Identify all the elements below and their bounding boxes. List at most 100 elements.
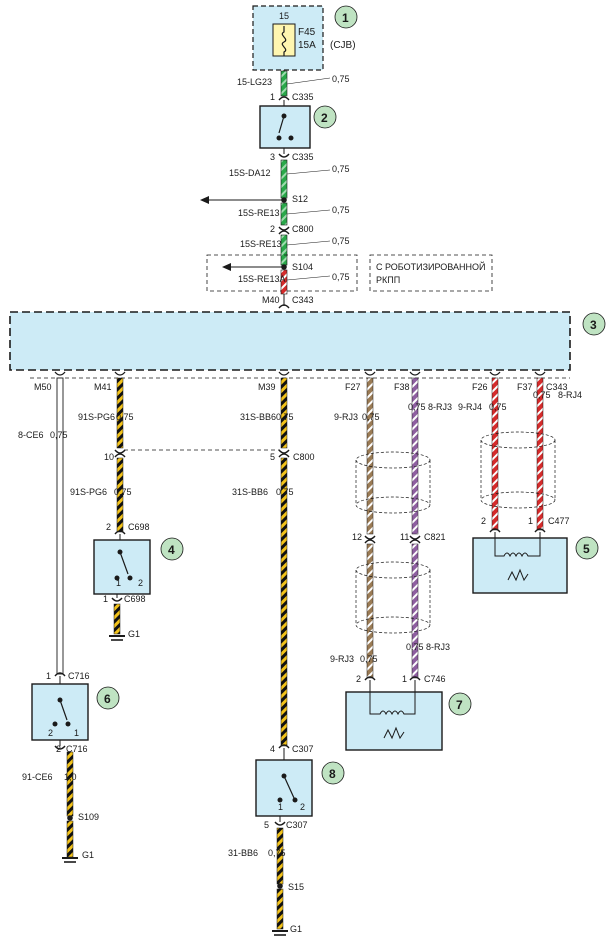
svg-text:2: 2 bbox=[321, 111, 328, 125]
svg-text:3: 3 bbox=[590, 318, 597, 332]
wire-size-label: 0,75 bbox=[276, 487, 294, 497]
connector-pin: 2 bbox=[106, 522, 111, 532]
wire-label: 8-RJ3 bbox=[428, 402, 452, 412]
pin-label: F27 bbox=[345, 382, 361, 392]
switch-terminal: 2 bbox=[300, 802, 305, 812]
wire-size-label: 0,75 bbox=[332, 164, 350, 174]
switch-terminal: 2 bbox=[48, 728, 53, 738]
connector-pin: 2 bbox=[356, 674, 361, 684]
connector-pin: 1 bbox=[46, 671, 51, 681]
wire-9rj3-a bbox=[366, 377, 374, 535]
ground-icon bbox=[272, 930, 288, 936]
connector-c307-top bbox=[278, 744, 290, 749]
fuse-rating: 15A bbox=[298, 40, 316, 51]
robotized-note-line2: РКПП bbox=[376, 275, 400, 285]
wire-label: 8-RJ4 bbox=[558, 390, 582, 400]
robotized-note-box bbox=[369, 254, 493, 292]
connector-label: C343 bbox=[292, 295, 314, 305]
twisted-pair-shield bbox=[480, 431, 556, 509]
wire-size-label: 0,75 bbox=[332, 74, 350, 84]
coil-icon bbox=[369, 692, 416, 716]
wire-label: 8-CE6 bbox=[18, 430, 44, 440]
pin-label: F38 bbox=[394, 382, 410, 392]
wire-8rj3-a bbox=[411, 377, 419, 535]
splice-label: S12 bbox=[292, 194, 308, 204]
wire-label: 9-RJ3 bbox=[330, 654, 354, 664]
connector-pin: 12 bbox=[352, 532, 362, 542]
callout-2: 2 bbox=[313, 105, 337, 129]
sensor-5 bbox=[472, 537, 568, 594]
svg-text:5: 5 bbox=[583, 542, 590, 556]
connector-c716-bot bbox=[54, 745, 66, 750]
splice-s15 bbox=[277, 883, 283, 889]
connector-c698-top bbox=[114, 530, 126, 535]
wire-31sbb6-b bbox=[280, 457, 288, 747]
arrow-left-icon bbox=[222, 263, 231, 271]
wire-8rj3-b bbox=[411, 543, 419, 679]
connector-pin: 11 bbox=[400, 532, 409, 542]
connector-pin: 1 bbox=[103, 594, 108, 604]
ground-label: G1 bbox=[82, 850, 94, 860]
ground-icon bbox=[109, 635, 125, 641]
wire-size-label: 0,75 bbox=[332, 272, 350, 282]
wire-15lg23 bbox=[280, 70, 288, 97]
connector-label: C307 bbox=[286, 820, 308, 830]
connector-label: C716 bbox=[66, 744, 88, 754]
wire-label: 91-CE6 bbox=[22, 772, 53, 782]
wire-15sre13-a bbox=[280, 202, 288, 226]
wire-label: 8-RJ3 bbox=[426, 642, 450, 652]
splice-label: S104 bbox=[292, 262, 313, 272]
wire-size-label: 0,75 bbox=[276, 412, 294, 422]
sensor-7 bbox=[345, 691, 443, 751]
wire-label: 31S-BB6 bbox=[232, 487, 268, 497]
wire-9rj4 bbox=[491, 377, 499, 531]
svg-text:7: 7 bbox=[456, 698, 463, 712]
wire-label: 9-RJ4 bbox=[458, 402, 482, 412]
connector-label: C716 bbox=[68, 671, 90, 681]
fuse-icon bbox=[281, 26, 287, 56]
switch-4 bbox=[93, 539, 151, 595]
callout-8: 8 bbox=[321, 761, 345, 785]
connector-label: C335 bbox=[292, 92, 314, 102]
splice-s109 bbox=[67, 815, 73, 821]
wire-label: 9-RJ3 bbox=[334, 412, 358, 422]
connector-label: C698 bbox=[128, 522, 150, 532]
twisted-pair-shield bbox=[355, 451, 431, 514]
module-bottom-pins bbox=[54, 371, 546, 376]
wire-8ce6 bbox=[56, 377, 64, 675]
wire-size-label: 0,75 bbox=[533, 390, 551, 400]
robotized-note-line1: С РОБОТИЗИРОВАННОЙ bbox=[376, 261, 485, 272]
callout-5: 5 bbox=[575, 536, 599, 560]
wire-label: 15-LG23 bbox=[237, 77, 272, 87]
wire-label: 91S-PG6 bbox=[78, 412, 115, 422]
connector-c307-bot bbox=[274, 821, 286, 826]
connector-label: C800 bbox=[292, 224, 314, 234]
connector-pin: 4 bbox=[270, 744, 275, 754]
switch-terminal: 1 bbox=[74, 728, 79, 738]
pin-label: M50 bbox=[34, 382, 52, 392]
connector-c746 bbox=[409, 676, 421, 681]
switch-6 bbox=[31, 683, 89, 741]
wire-label: 15S-RE13 bbox=[240, 239, 282, 249]
wire-label: 31-BB6 bbox=[228, 848, 258, 858]
connector-pin: 2 bbox=[56, 744, 61, 754]
switch-8 bbox=[255, 759, 313, 817]
ground-icon bbox=[62, 857, 78, 863]
connector-c821 bbox=[409, 539, 421, 544]
wire-label: 31S-BB6 bbox=[240, 412, 276, 422]
pin-label: M40 bbox=[262, 295, 280, 305]
connector-label: C746 bbox=[424, 674, 446, 684]
wire-size-label: 0,75 bbox=[116, 412, 134, 422]
connector-label: C477 bbox=[548, 516, 570, 526]
switch-terminal: 1 bbox=[116, 578, 121, 588]
gear-sensor-icon bbox=[383, 726, 405, 740]
connector-pin: 10 bbox=[104, 452, 114, 462]
wire-size-label: 0,75 bbox=[332, 205, 350, 215]
connector-pin: 1 bbox=[528, 516, 533, 526]
connector-c800-top bbox=[278, 226, 290, 231]
connector-label: C335 bbox=[292, 152, 314, 162]
wire-31sbb6-a bbox=[280, 377, 288, 449]
wire-label: 15S-RE13 bbox=[238, 208, 280, 218]
